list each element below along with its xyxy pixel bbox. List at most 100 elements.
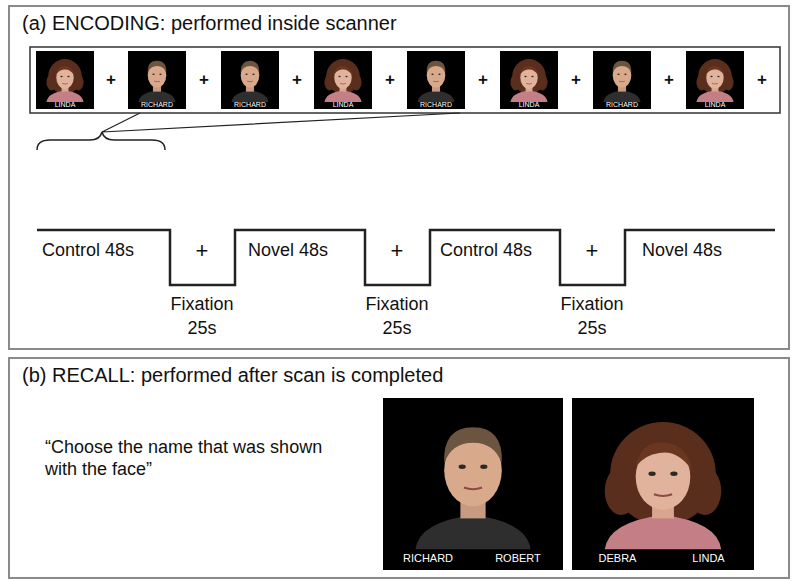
mouth — [433, 81, 439, 83]
head — [334, 67, 351, 89]
mouth — [654, 494, 672, 496]
shoulders — [324, 90, 361, 102]
hair — [613, 61, 632, 73]
face-name: LINDA — [314, 101, 372, 108]
face-image: RICHARD — [221, 51, 279, 109]
face-name: LINDA — [36, 101, 94, 108]
face-image: LINDA — [314, 51, 372, 109]
block-label: Novel 48s — [642, 240, 722, 261]
shoulders — [696, 90, 733, 102]
hair — [723, 74, 733, 90]
block-label: Control 48s — [42, 240, 134, 261]
head — [520, 67, 537, 89]
hair — [688, 467, 721, 515]
fixation-cross: + — [757, 70, 767, 90]
curly-brace — [37, 132, 165, 150]
face-name: RICHARD — [128, 101, 186, 108]
face-photo — [593, 51, 651, 109]
eye — [624, 73, 626, 75]
fixation-cross: + — [391, 238, 404, 264]
hair — [444, 427, 502, 463]
mouth — [247, 81, 253, 83]
shoulders — [603, 90, 640, 102]
hair — [537, 74, 547, 90]
eye — [245, 73, 247, 75]
fixation-cross: + — [571, 70, 581, 90]
block-label: Control 48s — [440, 240, 532, 261]
face-image: LINDA — [36, 51, 94, 109]
eye — [710, 76, 712, 78]
eye — [60, 76, 62, 78]
shoulders — [417, 90, 454, 102]
shoulders — [510, 90, 547, 102]
fringe — [520, 66, 538, 75]
hair — [696, 74, 706, 90]
eye — [338, 76, 340, 78]
face-photo — [407, 51, 465, 109]
face-image: RICHARDROBERT — [383, 398, 563, 570]
face-photo — [686, 51, 744, 109]
hair — [427, 61, 446, 73]
hair — [46, 74, 56, 90]
face-name: RICHARD — [221, 101, 279, 108]
face-image: RICHARD — [407, 51, 465, 109]
fixation-cross: + — [586, 238, 599, 264]
eye — [524, 76, 526, 78]
fixation-cross: + — [292, 70, 302, 90]
hair — [241, 61, 260, 73]
eye — [67, 76, 69, 78]
name-choice: DEBRA — [572, 552, 663, 564]
face-image: LINDA — [686, 51, 744, 109]
face-photo — [36, 51, 94, 109]
fixation-cross: + — [664, 70, 674, 90]
face-image: RICHARD — [593, 51, 651, 109]
shoulders — [231, 90, 268, 102]
face-photo — [383, 398, 563, 570]
face-photo — [221, 51, 279, 109]
eye — [345, 76, 347, 78]
face-name: LINDA — [686, 101, 744, 108]
fringe — [56, 66, 74, 75]
eye — [617, 73, 619, 75]
face-photo — [572, 398, 754, 570]
eye — [159, 73, 161, 75]
mouth — [340, 83, 346, 85]
eye — [648, 471, 655, 475]
head — [706, 67, 723, 89]
face-strip-frame — [30, 47, 780, 113]
eye — [438, 73, 440, 75]
eye — [670, 471, 677, 475]
eye — [431, 73, 433, 75]
eye — [531, 76, 533, 78]
eye — [252, 73, 254, 75]
block-design-waveform — [37, 230, 775, 285]
mouth — [154, 81, 160, 83]
face-image: DEBRALINDA — [572, 398, 754, 570]
hair — [324, 74, 334, 90]
block-label: Fixation 25s — [552, 292, 632, 341]
name-choice: ROBERT — [473, 552, 563, 564]
mouth — [62, 83, 68, 85]
hair — [73, 74, 83, 90]
hair — [605, 467, 638, 515]
hair — [351, 74, 361, 90]
head — [56, 67, 73, 89]
mouth — [526, 83, 532, 85]
name-choice: LINDA — [663, 552, 754, 564]
eye — [459, 465, 466, 469]
mouth — [712, 83, 718, 85]
shoulders — [46, 90, 83, 102]
panel-title: (a) ENCODING: performed inside scanner — [22, 12, 397, 35]
face-name: RICHARD — [407, 101, 465, 108]
fixation-cross: + — [106, 70, 116, 90]
fixation-cross: + — [478, 70, 488, 90]
fixation-cross: + — [196, 238, 209, 264]
callout-lines — [102, 113, 460, 132]
fixation-cross: + — [385, 70, 395, 90]
hair — [510, 74, 520, 90]
hair — [148, 61, 167, 73]
eye — [480, 465, 487, 469]
face-photo — [500, 51, 558, 109]
panel-box: (b) RECALL: performed after scan is comp… — [8, 357, 790, 579]
block-label: Fixation 25s — [357, 292, 437, 341]
